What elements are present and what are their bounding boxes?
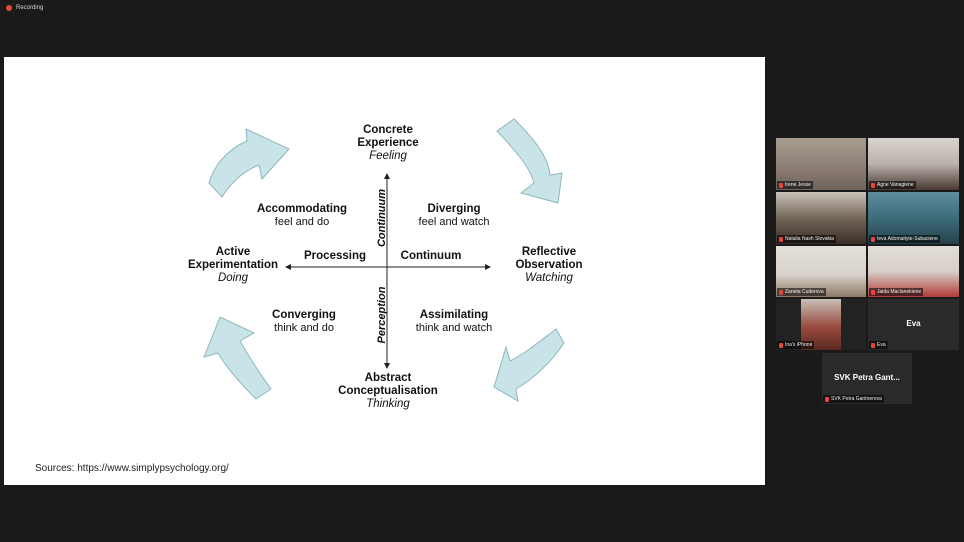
converging-sub: think and do [274,321,334,334]
accommodating-sub: feel and do [274,215,330,228]
mic-muted-icon [871,342,875,348]
cycle-arrow-bottom-left [203,316,272,400]
cycle-arrow-top-right [496,118,563,204]
continuum-horizontal-label: Continuum [400,250,462,262]
participant-name: Ina's iPhone [785,342,813,348]
participant-name: Irene Jesse [785,182,811,188]
abstract-conceptualisation-label: Abstract Conceptualisation Thinking [328,372,448,411]
active-sub: Doing [217,271,249,284]
reflective-line1: Reflective [521,246,577,258]
recording-dot-icon [6,5,12,11]
assimilating-title: Assimilating [419,309,489,321]
diverging-title: Diverging [427,203,481,215]
participant-tile-inas-iphone[interactable]: Ina's iPhone [776,299,866,350]
participant-tile-ieva-active-speaker[interactable]: Ieva Adomaityte-Subaciene [868,192,959,244]
mic-muted-icon [779,289,783,295]
mic-muted-icon [825,396,829,402]
learning-cycle-diagram [203,118,565,402]
converging-title: Converging [272,309,336,321]
assimilating-sub: think and watch [415,321,493,334]
participant-name-tag: Eva [869,341,888,349]
diverging-sub: feel and watch [418,215,490,228]
concrete-line1: Concrete [363,124,413,136]
source-citation: Sources: https://www.simplypsychology.or… [35,463,229,474]
processing-label: Processing [304,250,366,262]
recording-indicator: Recording [6,5,43,11]
active-line1: Active [215,246,251,258]
shared-slide: Concrete Experience Feeling Reflective O… [4,57,765,485]
mic-muted-icon [871,289,875,295]
participant-name-tag: Ina's iPhone [777,341,815,349]
reflective-observation-label: Reflective Observation Watching [504,246,594,285]
concrete-sub: Feeling [369,149,407,162]
mic-muted-icon [871,236,875,242]
participant-name: Natalia Nash Slovakia [785,236,834,242]
mic-muted-icon [779,182,783,188]
participant-tile-irene[interactable]: Irene Jesse [776,138,866,190]
mic-muted-icon [779,236,783,242]
participant-name: SVK Petra Gantnerova [831,396,882,402]
assimilating-label: Assimilating think and watch [406,309,502,334]
participant-tile-svk-petra[interactable]: SVK Petra Gant... SVK Petra Gantnerova [822,353,912,404]
participant-name-tag: SVK Petra Gantnerova [823,395,884,403]
participant-name: Eva [877,342,886,348]
converging-label: Converging think and do [259,309,349,334]
participant-name-tag: Ieva Adomaityte-Subaciene [869,235,940,243]
active-experimentation-label: Active Experimentation Doing [180,246,286,285]
continuum-vertical-label: Continuum [376,188,388,248]
diverging-label: Diverging feel and watch [409,203,499,228]
mic-muted-icon [779,342,783,348]
cycle-arrow-bottom-right [493,328,565,402]
active-line2: Experimentation [187,258,279,271]
accommodating-title: Accommodating [256,203,348,215]
participant-name-tag: Irene Jesse [777,181,813,189]
perception-label: Perception [376,286,388,344]
participant-display-name: SVK Petra Gant... [834,373,900,383]
concrete-experience-label: Concrete Experience Feeling [344,124,432,163]
participant-name: Agne Vanagiene [877,182,914,188]
abstract-sub: Thinking [366,397,410,410]
participant-name: Zaneta Cuderova [785,289,824,295]
participant-name-tag: Agne Vanagiene [869,181,916,189]
participant-tile-zaneta[interactable]: Zaneta Cuderova [776,246,866,297]
concrete-line2: Experience [357,136,419,149]
recording-label: Recording [16,5,44,11]
abstract-line1: Abstract [364,372,412,384]
accommodating-label: Accommodating feel and do [252,203,352,228]
participant-name: Ieva Adomaityte-Subaciene [877,236,938,242]
participant-name-tag: Jaida Maclanekiene [869,288,924,296]
participant-tile-agne[interactable]: Agne Vanagiene [868,138,959,190]
reflective-line2: Observation [515,258,583,271]
participant-tile-eva[interactable]: Eva Eva [868,299,959,350]
cycle-arrow-top-left [208,128,290,198]
participant-name-tag: Zaneta Cuderova [777,288,826,296]
abstract-line2: Conceptualisation [338,384,438,397]
reflective-sub: Watching [525,271,573,284]
participant-tile-jaida[interactable]: Jaida Maclanekiene [868,246,959,297]
participant-display-name: Eva [906,319,921,329]
mic-muted-icon [871,182,875,188]
participant-name: Jaida Maclanekiene [877,289,922,295]
participant-name-tag: Natalia Nash Slovakia [777,235,836,243]
participant-tile-natalia[interactable]: Natalia Nash Slovakia [776,192,866,244]
